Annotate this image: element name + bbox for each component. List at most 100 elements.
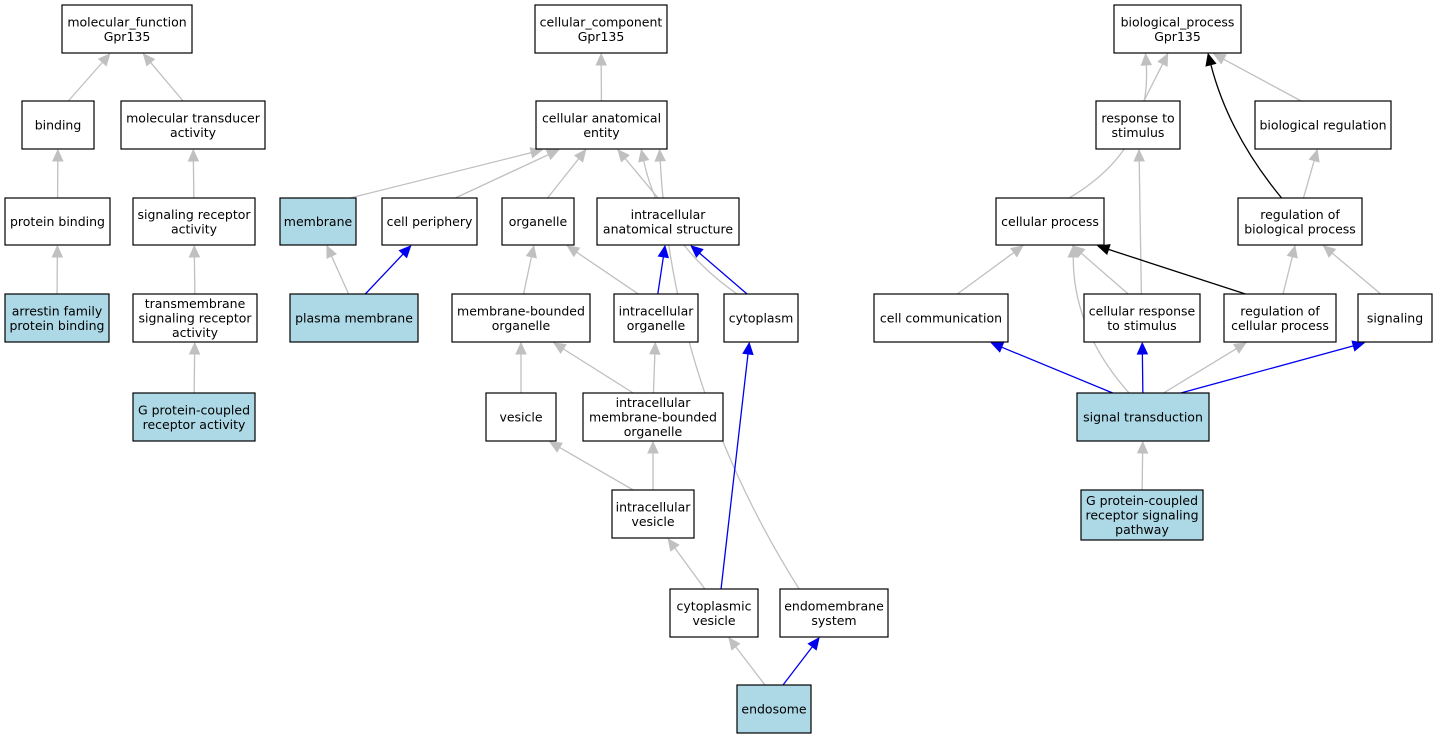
node-label-line: organelle — [627, 318, 686, 333]
node-label-line: system — [811, 613, 856, 628]
node-label-line: plasma membrane — [295, 311, 413, 326]
edge-arrowhead — [1157, 52, 1169, 67]
edge-line — [1223, 58, 1302, 102]
edge-line — [150, 61, 184, 102]
edge-arrowhead — [188, 244, 201, 258]
edge-arrowhead — [142, 53, 156, 67]
edge-arrowhead — [1136, 341, 1149, 355]
node-box — [132, 293, 258, 343]
go-term-node-vesicle[interactable]: vesicle — [485, 392, 557, 442]
node-label-line: vesicle — [692, 613, 735, 628]
node-box — [582, 392, 724, 442]
edge-endosome-to-endomembrane — [782, 637, 820, 686]
edge-imbo-to-intra-organelle — [649, 341, 661, 394]
node-label-line: activity — [172, 325, 219, 340]
go-term-node-cell-comm[interactable]: cell communication — [873, 293, 1009, 343]
node-box — [1113, 4, 1242, 54]
node-box — [120, 100, 266, 150]
node-label-line: cytoplasmic — [677, 598, 752, 613]
node-label-line: stimulus — [1112, 125, 1165, 140]
go-term-node-cell-periphery[interactable]: cell periphery — [381, 197, 478, 246]
node-label-line: cellular process — [1001, 214, 1099, 229]
edge-endosome-to-cyto-vesicle — [728, 637, 766, 686]
go-term-node-membrane[interactable]: membrane — [279, 197, 357, 246]
go-term-node-endosome[interactable]: endosome — [736, 684, 812, 734]
go-term-node-signaling[interactable]: signaling — [1357, 293, 1433, 343]
edge-arrowhead — [728, 637, 741, 651]
node-label-line: biological regulation — [1259, 118, 1386, 133]
node-box — [381, 197, 478, 246]
edge-reg-bio-proc-to-bio-reg — [1302, 148, 1320, 199]
go-term-node-protein-binding[interactable]: protein binding — [4, 197, 111, 246]
edge-arrowhead — [51, 244, 64, 258]
edge-sig-trans-to-signaling — [1180, 340, 1366, 394]
edge-line — [576, 251, 639, 295]
edge-cyto-vesicle-to-cytoplasm — [720, 341, 754, 590]
edge-bio-reg-to-bp — [1212, 53, 1302, 102]
node-label-line: G protein-coupled — [1086, 493, 1198, 508]
edge-intra-vesicle-to-imbo — [647, 440, 659, 490]
edge-arrowhead — [573, 149, 587, 163]
go-term-node-sig-trans[interactable]: signal transduction — [1076, 392, 1210, 442]
go-term-node-bio-reg[interactable]: biological regulation — [1254, 100, 1392, 150]
edge-line — [1331, 252, 1382, 295]
edge-arrowhead — [1067, 244, 1080, 258]
go-term-node-cell-process[interactable]: cellular process — [995, 197, 1105, 246]
edge-cell-periphery-to-cae — [455, 149, 560, 199]
edge-line — [1180, 345, 1354, 394]
node-box — [289, 293, 419, 343]
node-box — [1076, 392, 1210, 442]
node-box — [995, 197, 1105, 246]
edge-arrowhead — [1308, 148, 1320, 163]
edge-line — [67, 61, 103, 102]
edge-reg-bio-proc-to-bp — [1205, 52, 1283, 199]
node-label-line: vesicle — [499, 410, 542, 425]
go-term-node-plasma-membrane[interactable]: plasma membrane — [289, 293, 419, 343]
edge-mbo-to-organelle — [522, 244, 538, 295]
edge-resp-stim-to-bp — [1143, 52, 1169, 102]
go-term-node-organelle[interactable]: organelle — [501, 197, 575, 246]
edge-arrowhead — [326, 244, 337, 259]
node-box — [1237, 197, 1363, 246]
edge-arrowhead — [654, 148, 667, 162]
edge-line — [782, 646, 813, 686]
edge-arrowhead — [188, 341, 201, 355]
node-box — [132, 392, 256, 442]
go-term-node-cytoplasm[interactable]: cytoplasm — [723, 293, 799, 343]
edge-signaling-to-reg-bio-proc — [1322, 245, 1382, 295]
node-label-line: protein binding — [9, 318, 104, 333]
edge-line — [657, 256, 665, 295]
edge-membrane-to-cae — [349, 147, 544, 199]
edge-line — [956, 251, 1015, 295]
node-label-line: endosome — [741, 702, 807, 717]
edge-arrowhead — [1232, 342, 1247, 354]
node-label-line: Gpr135 — [104, 29, 151, 44]
edge-line — [1210, 64, 1283, 199]
edge-arrowhead — [647, 440, 659, 454]
go-term-node-binding[interactable]: binding — [21, 100, 95, 150]
node-label-line: regulation of — [1240, 303, 1320, 318]
node-box — [485, 392, 557, 442]
